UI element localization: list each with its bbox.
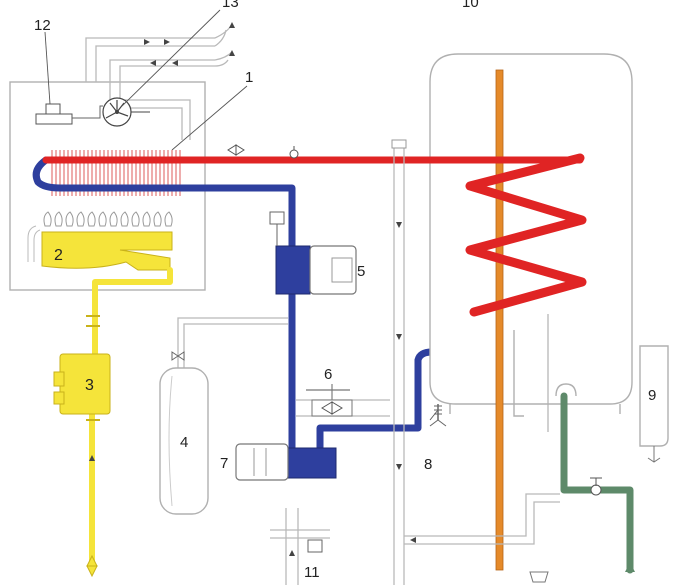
bypass-valve [296, 389, 390, 417]
label-10: 10 [462, 0, 479, 11]
diverter-valve [235, 443, 337, 481]
safety-valve [429, 404, 447, 427]
label-1: 1 [245, 69, 253, 86]
expansion-vessel [159, 317, 288, 515]
label-3: 3 [85, 377, 94, 394]
label-2: 2 [54, 247, 63, 264]
label-12: 12 [34, 17, 51, 34]
flow-fittings [227, 144, 299, 159]
flue-arrows [144, 22, 235, 66]
label-4: 4 [180, 434, 188, 451]
label-11: 11 [304, 564, 320, 581]
pump [269, 211, 357, 295]
drain-line [529, 392, 635, 583]
control-module [639, 345, 669, 463]
fan-icon [102, 97, 150, 127]
pressure-switch-icon [35, 103, 103, 125]
label-6: 6 [324, 366, 332, 383]
label-7: 7 [220, 455, 228, 472]
cold-feed [404, 493, 560, 545]
heating-coil [465, 153, 587, 317]
central-risers [391, 139, 407, 585]
label-5: 5 [357, 263, 365, 280]
hot-water-cylinder [429, 53, 633, 571]
leader-lines [44, 9, 439, 421]
label-9: 9 [648, 387, 656, 404]
burner-flames [27, 211, 173, 262]
gas-line [53, 267, 173, 578]
label-8: 8 [424, 456, 432, 473]
cold-inlet [270, 508, 330, 585]
label-13: 13 [222, 0, 239, 11]
burner-body [41, 231, 173, 271]
